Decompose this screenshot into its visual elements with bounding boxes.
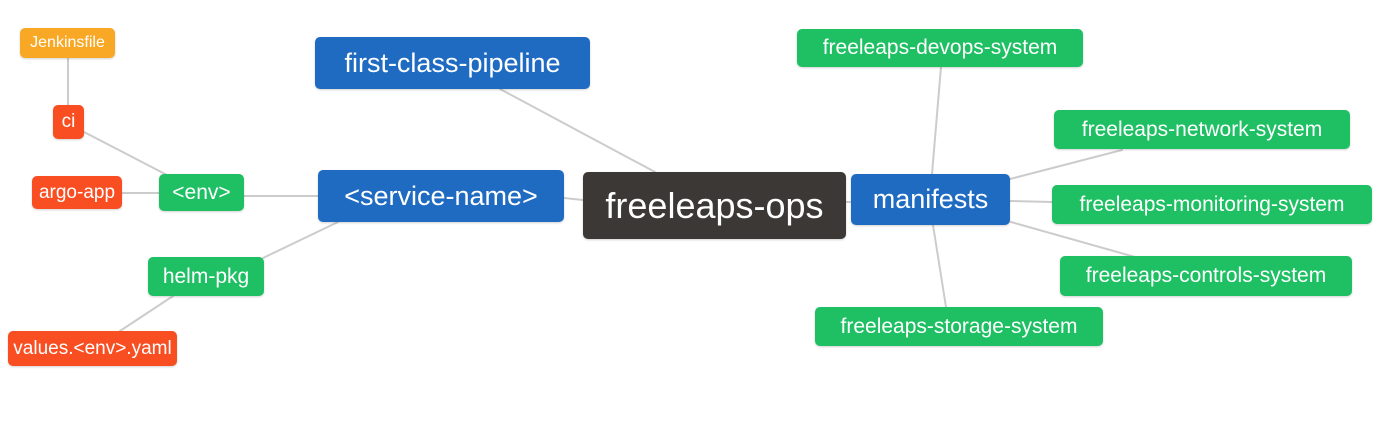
- node-label-env: <env>: [172, 180, 231, 204]
- node-label-freeleaps-monitoring-system: freeleaps-monitoring-system: [1079, 192, 1345, 216]
- edge-manifests-network-system: [1009, 149, 1123, 180]
- node-label-manifests: manifests: [872, 184, 989, 214]
- node-jenkinsfile[interactable]: Jenkinsfile: [20, 28, 115, 58]
- edge-manifests-devops-system: [931, 66, 942, 175]
- node-label-values-env-yaml: values.<env>.yaml: [13, 337, 172, 359]
- edge-manifests-monitoring-system: [1009, 200, 1053, 203]
- node-service-name[interactable]: <service-name>: [318, 170, 564, 222]
- node-argo-app[interactable]: argo-app: [32, 176, 122, 209]
- node-ci[interactable]: ci: [53, 105, 84, 139]
- node-freeleaps-controls-system[interactable]: freeleaps-controls-system: [1060, 256, 1352, 296]
- node-label-helm-pkg: helm-pkg: [162, 264, 250, 288]
- node-values-env-yaml[interactable]: values.<env>.yaml: [8, 331, 177, 366]
- node-freeleaps-devops-system[interactable]: freeleaps-devops-system: [797, 29, 1083, 67]
- node-label-service-name: <service-name>: [344, 180, 538, 211]
- node-freeleaps-storage-system[interactable]: freeleaps-storage-system: [815, 307, 1103, 346]
- edge-manifests-storage-system: [932, 224, 947, 308]
- node-manifests[interactable]: manifests: [851, 174, 1010, 225]
- node-label-argo-app: argo-app: [38, 181, 116, 203]
- node-first-class-pipeline[interactable]: first-class-pipeline: [315, 37, 590, 89]
- node-label-ci: ci: [61, 111, 76, 132]
- node-freeleaps-network-system[interactable]: freeleaps-network-system: [1054, 110, 1350, 149]
- node-env[interactable]: <env>: [159, 174, 244, 211]
- node-label-freeleaps-controls-system: freeleaps-controls-system: [1085, 264, 1327, 287]
- node-label-freeleaps-devops-system: freeleaps-devops-system: [822, 36, 1058, 59]
- node-freeleaps-ops[interactable]: freeleaps-ops: [583, 172, 846, 239]
- edge-ci-env: [83, 131, 168, 176]
- node-label-freeleaps-network-system: freeleaps-network-system: [1081, 117, 1323, 141]
- edge-first-class-pipeline-ops: [499, 88, 656, 173]
- edge-helm-pkg-service-name: [262, 221, 339, 259]
- edge-service-name-ops: [563, 197, 584, 201]
- node-label-freeleaps-storage-system: freeleaps-storage-system: [840, 314, 1078, 338]
- edge-values-env-yaml-helm-pkg: [119, 295, 174, 332]
- node-label-jenkinsfile: Jenkinsfile: [30, 34, 105, 51]
- node-freeleaps-monitoring-system[interactable]: freeleaps-monitoring-system: [1052, 185, 1372, 224]
- node-label-freeleaps-ops: freeleaps-ops: [605, 184, 824, 226]
- edge-manifests-controls-system: [1010, 221, 1136, 258]
- node-label-first-class-pipeline: first-class-pipeline: [344, 47, 561, 78]
- node-helm-pkg[interactable]: helm-pkg: [148, 257, 264, 296]
